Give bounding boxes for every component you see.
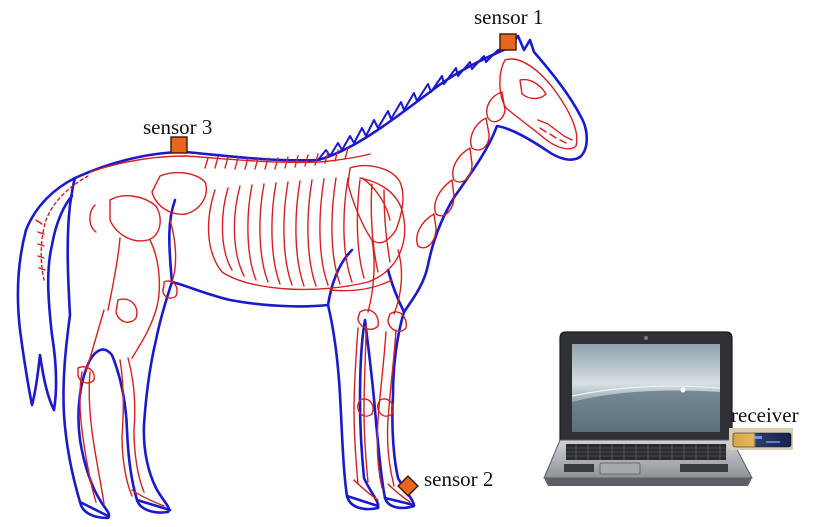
usb-receiver-icon — [729, 428, 793, 450]
horse-outline — [18, 36, 587, 518]
sensor-2-label: sensor 2 — [424, 469, 493, 490]
sensor-1-marker — [500, 34, 516, 50]
sensor-3-label: sensor 3 — [143, 117, 212, 138]
receiver-label: receiver — [731, 405, 799, 426]
sensor-3-marker — [171, 137, 187, 153]
sensor-2-marker — [398, 476, 418, 496]
laptop-icon — [544, 332, 752, 486]
sensor-1-label: sensor 1 — [474, 7, 543, 28]
